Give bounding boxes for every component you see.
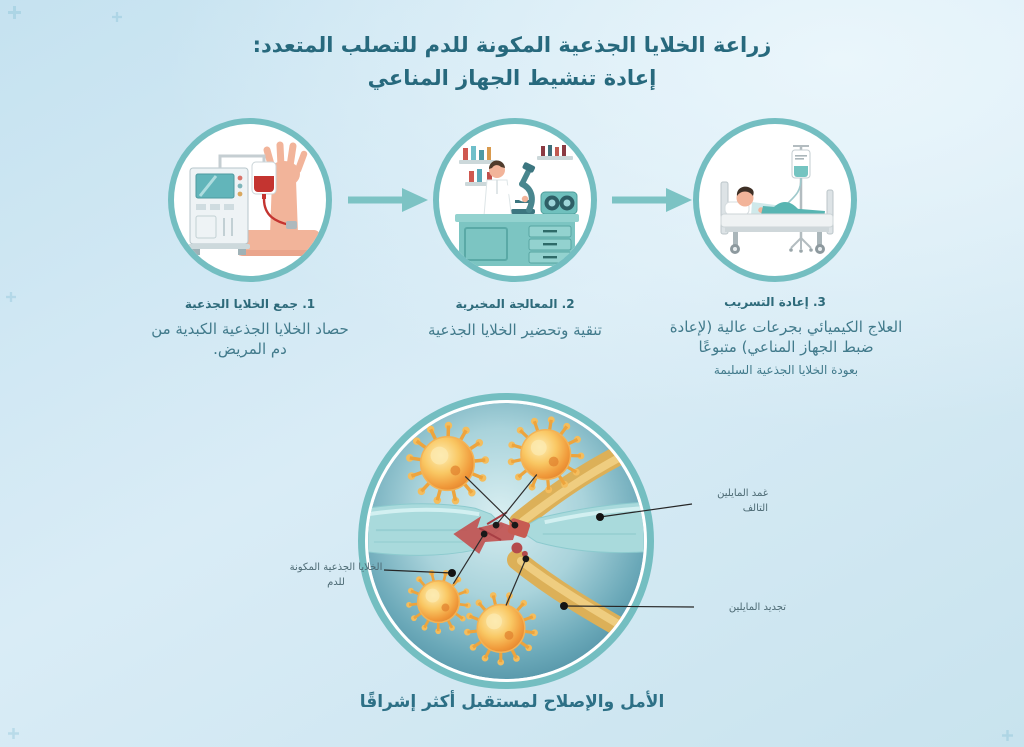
shelves-with-test-tubes [459, 145, 573, 186]
watermark-cross-icon [112, 12, 122, 22]
step-circle-infusion [693, 118, 857, 282]
step-circle-laboratory [433, 118, 597, 282]
step-circle-collection [168, 118, 332, 282]
centrifuge-machine [540, 191, 578, 215]
tube-line [218, 154, 266, 168]
blood-bag-icon [251, 161, 277, 199]
step-2-description: تنقية وتحضير الخلايا الجذعية [427, 321, 602, 339]
iv-drip-stand [786, 145, 813, 253]
central-diagram-circle [358, 393, 654, 689]
watermark-cross-icon [1002, 730, 1013, 741]
stem-cell-icon [507, 416, 585, 494]
step-3-heading: 3. إعادة التسريب [724, 295, 826, 309]
step-2-heading: 2. المعالجة المخبرية [455, 297, 575, 311]
label-damaged-myelin: غمد المايلين التالف [717, 488, 768, 514]
step-3-description-small: بعودة الخلايا الجذعية السليمة [713, 363, 859, 377]
laboratory-scene-icon [455, 145, 579, 266]
patient-arm [238, 141, 320, 256]
watermark-cross-icon [8, 6, 21, 19]
watermark-cross-icon [6, 292, 16, 302]
callout-dots [480, 521, 530, 563]
page-title-line-2: إعادة تنشيط الجهاز المناعي [367, 66, 657, 90]
footer-caption: الأمل والإصلاح لمستقبل أكثر إشراقًا [359, 692, 665, 712]
step-1-heading: 1. جمع الخلايا الجذعية [184, 297, 316, 311]
microscope-icon [511, 162, 536, 214]
arrow-right-icon [348, 188, 428, 212]
step-1-description: حصاد الخلايا الجذعية الكبدية من دم المري… [151, 320, 349, 358]
stem-cell-icon [464, 592, 538, 666]
hospital-bed-icon [720, 145, 834, 254]
apheresis-machine-icon [188, 141, 320, 256]
nerve-fiber-illustration [368, 403, 644, 679]
needle-clamp [286, 221, 297, 229]
stem-cell-icon [406, 421, 490, 505]
callout-lines [452, 474, 538, 606]
label-stem-cells: الخلايا الجذعية المكونة للدم [289, 562, 383, 588]
arrow-right-icon [612, 188, 692, 212]
page-title-line-1: زراعة الخلايا الجذعية المكونة للدم للتصل… [252, 33, 772, 57]
watermark-cross-icon [8, 728, 19, 739]
stem-cell-icon [406, 569, 471, 635]
step-3-description: العلاج الكيميائي بجرعات عالية (لإعادة ضب… [669, 318, 903, 356]
patient-in-bed [720, 181, 834, 254]
lab-bench [455, 214, 579, 266]
label-myelin-regeneration: تجديد المايلين [728, 602, 786, 613]
apheresis-machine [188, 167, 250, 255]
